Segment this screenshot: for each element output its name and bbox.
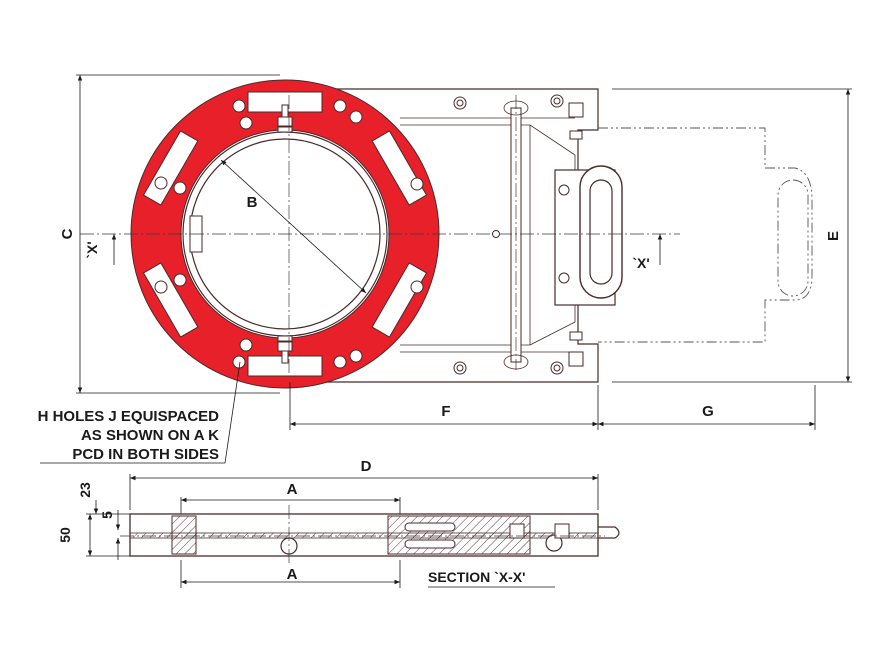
top-view: B C `X' `X' E F G xyxy=(40,74,852,464)
section-title: SECTION `X-X' xyxy=(428,569,525,585)
dim-label-50: 50 xyxy=(57,527,73,543)
note-line-1: H HOLES J EQUISPACED xyxy=(38,408,220,425)
dim-label-G: G xyxy=(702,403,714,420)
dim-label-E: E xyxy=(825,231,842,241)
note-line-2: AS SHOWN ON A K xyxy=(81,427,219,444)
dim-label-D: D xyxy=(361,458,372,475)
gate-open-phantom xyxy=(598,127,813,343)
dim-label-B: B xyxy=(247,194,258,211)
dim-label-A-bottom: A xyxy=(287,566,298,583)
flange-slots xyxy=(142,91,428,377)
handle xyxy=(554,165,623,306)
dim-label-C: C xyxy=(59,228,76,239)
section-mark-left: `X' xyxy=(84,241,100,258)
section-mark-right: `X' xyxy=(632,255,649,271)
section-view: D A A 23 5 xyxy=(57,458,620,588)
note-line-3: PCD IN BOTH SIDES xyxy=(72,446,219,463)
dim-label-F: F xyxy=(441,403,450,420)
flange-holes xyxy=(154,99,424,369)
dim-label-5: 5 xyxy=(99,511,115,519)
red-flange xyxy=(130,79,440,389)
body-bolts xyxy=(453,94,584,375)
dim-label-A-top: A xyxy=(287,481,298,498)
dim-label-23: 23 xyxy=(77,482,93,498)
holes-note: H HOLES J EQUISPACED AS SHOWN ON A K PCD… xyxy=(38,408,220,463)
